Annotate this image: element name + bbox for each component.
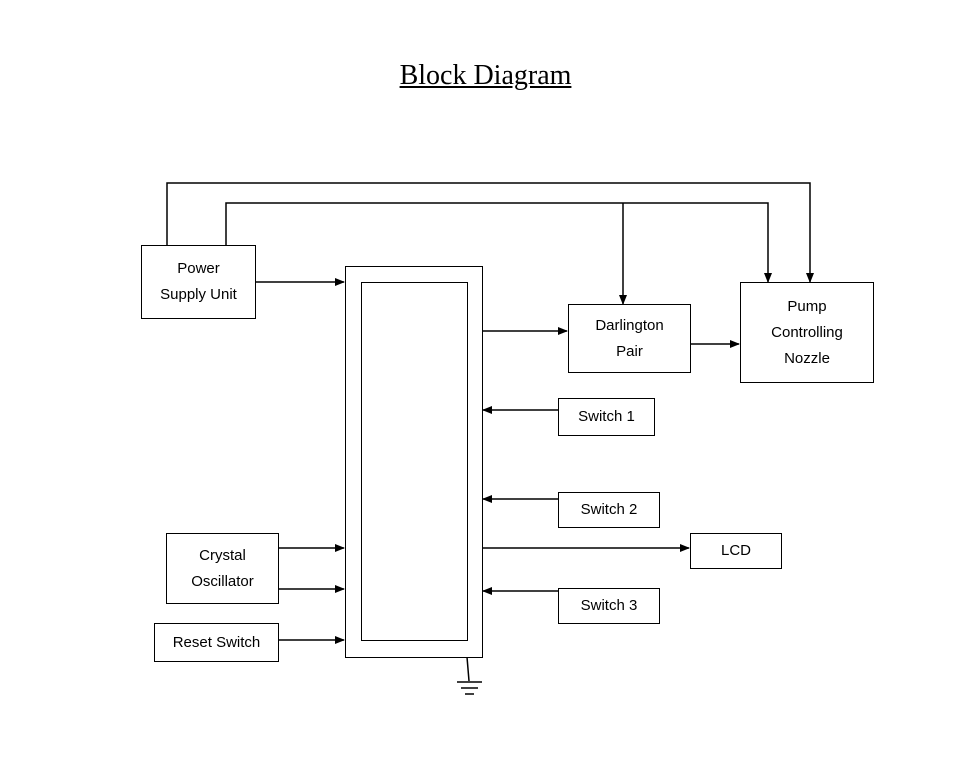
power-supply-line-1: Power [177,260,220,277]
lcd-block: LCD [690,533,782,569]
crystal-line-1: Crystal [199,546,246,564]
reset-switch-block: Reset Switch [154,623,279,662]
power-supply-block: Power Supply Unit [141,245,256,319]
diagram-title: Block Diagram [399,60,572,91]
power-to-pump-line [166,182,814,283]
switch-3-label: Switch 3 [580,597,638,614]
pump-line-3: Nozzle [784,349,830,367]
switch-2-label: Switch 2 [580,501,638,518]
crystal-line-2: Oscillator [191,572,254,590]
ground-icon [457,681,482,695]
switch-1-label: Switch 1 [578,408,635,425]
lcd-label: LCD [720,542,751,559]
reset-switch-label: Reset Switch [172,633,261,651]
darlington-line-1: Darlington [595,316,664,334]
microcontroller-inner [361,282,468,641]
pump-line-2: Controlling [771,323,843,341]
switch-3-block: Switch 3 [558,588,660,624]
ground-wire [466,656,470,682]
darlington-pair-block: Darlington Pair [568,304,691,373]
crystal-oscillator-block: Crystal Oscillator [166,533,279,604]
power-to-pump-line-2 [225,202,772,283]
switch-2-block: Switch 2 [558,492,660,528]
pump-nozzle-block: Pump Controlling Nozzle [740,282,874,383]
switch-1-block: Switch 1 [558,398,655,436]
power-supply-line-2: Supply Unit [160,286,237,303]
darlington-line-2: Pair [616,342,643,360]
pump-line-1: Pump [787,297,827,315]
